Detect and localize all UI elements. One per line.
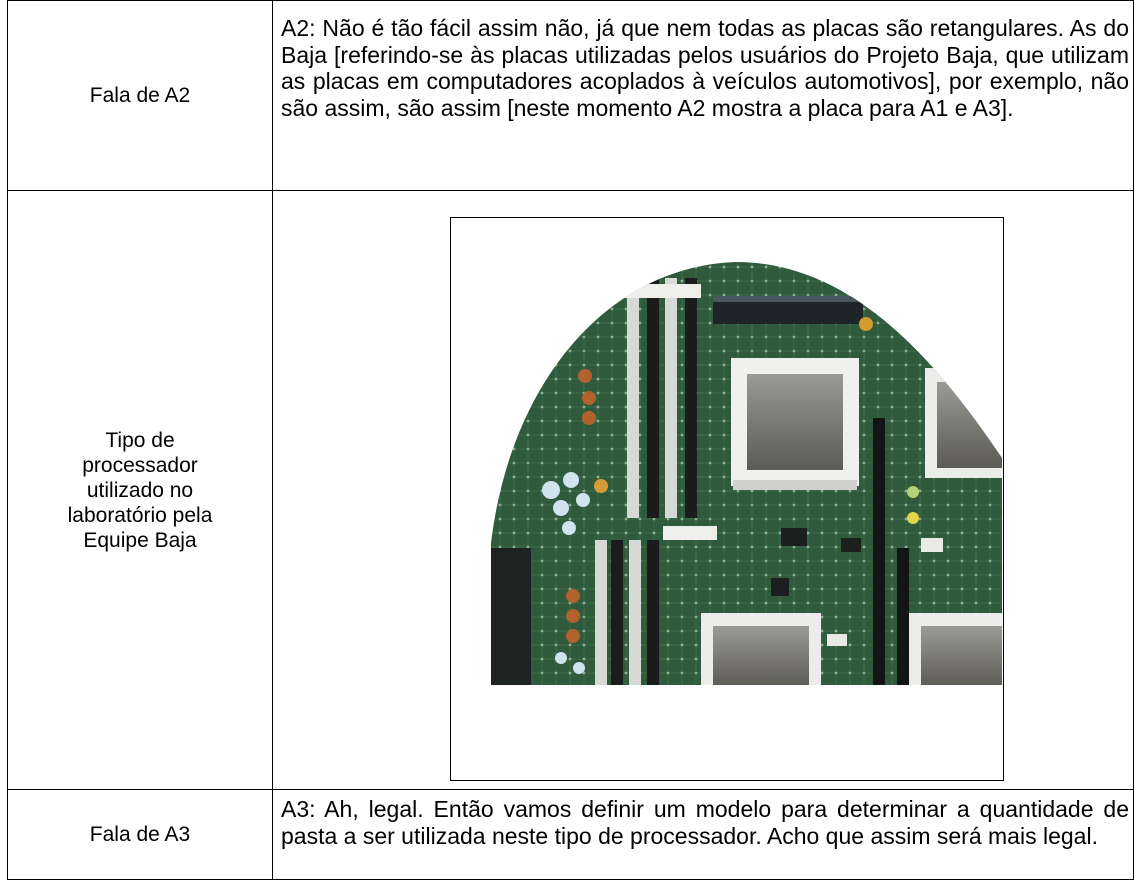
row-label: Fala de A3 [7,789,273,880]
row-label-text: Tipo de processador utilizado no laborat… [67,428,213,552]
document-table: Fala de A2 A2: Não é tão fácil assim não… [7,0,1134,880]
figure-cell [272,190,1134,790]
row-label: Fala de A2 [7,0,273,191]
table-row: Tipo de processador utilizado no laborat… [7,190,1134,790]
dialogue-text: A3: Ah, legal. Então vamos definir um mo… [272,789,1134,880]
row-label-text: Fala de A2 [89,84,191,107]
row-label-text: Fala de A3 [89,823,191,846]
motherboard-photo [450,217,1004,781]
row-label: Tipo de processador utilizado no laborat… [7,190,273,790]
table-row: Fala de A2 A2: Não é tão fácil assim não… [7,0,1134,191]
motherboard-image [491,262,1002,685]
table-row: Fala de A3 A3: Ah, legal. Então vamos de… [7,789,1134,880]
dialogue-text: A2: Não é tão fácil assim não, já que ne… [272,0,1134,191]
